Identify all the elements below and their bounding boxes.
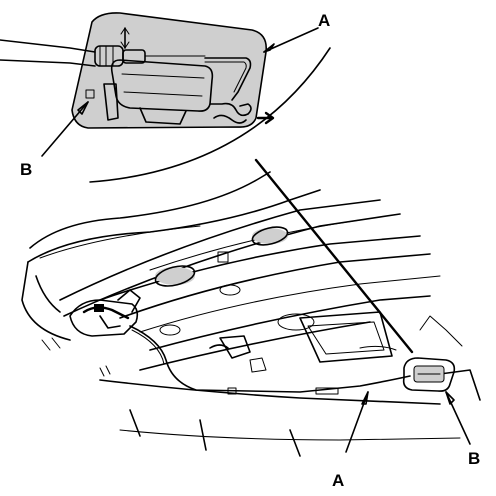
inset-bracket-plate — [72, 12, 267, 129]
detail-boundary-arc — [89, 47, 331, 183]
inset-cable-lower — [0, 59, 96, 67]
detail-pointer-line — [254, 158, 414, 354]
inset-rod-a — [204, 57, 252, 101]
trunk-latch-b — [402, 357, 456, 392]
inset-leader-b — [41, 101, 89, 157]
inset-leader-a — [263, 27, 319, 53]
main-label-b: B — [468, 449, 480, 468]
detail-inset: A B — [0, 11, 330, 179]
main-leader-a — [345, 391, 369, 453]
vehicle-underside-view: A B — [21, 171, 481, 490]
release-cable-a — [129, 325, 411, 393]
inset-label-b: B — [20, 160, 32, 179]
main-leader-b — [445, 391, 471, 445]
main-label-a: A — [332, 471, 344, 490]
inset-cable-end-fitting — [94, 45, 206, 67]
release-lever-assembly — [69, 289, 141, 337]
inset-rod-b-spring — [209, 102, 252, 124]
inset-label-a: A — [318, 11, 330, 30]
inset-cable-upper — [0, 39, 96, 53]
panel-holes — [154, 226, 315, 336]
